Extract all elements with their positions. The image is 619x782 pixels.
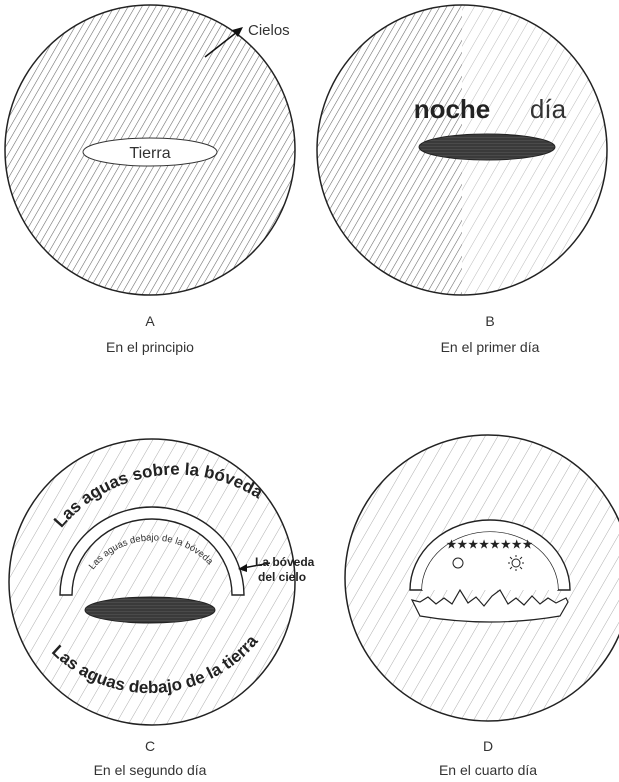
panel-c-earth-ellipse [85, 597, 215, 623]
panel-b-day-label: día [530, 94, 567, 124]
panel-c-firmament-label-2: del cielo [258, 570, 306, 584]
panel-a-heavens-label: Cielos [248, 22, 290, 39]
panel-a-letter: A [145, 313, 155, 329]
panel-b-letter: B [485, 313, 494, 329]
panel-c-firmament-label-1: La bóveda [255, 555, 315, 569]
panel-c-letter: C [145, 738, 155, 754]
panel-c-caption: En el segundo día [94, 762, 207, 778]
panel-d-moon-icon [453, 558, 463, 568]
panel-c: Las aguas sobre la bóveda Las aguas deba… [9, 439, 315, 778]
panel-b-caption: En el primer día [441, 339, 540, 355]
panel-b-earth-ellipse [419, 134, 555, 160]
panel-d: ★★★★★★★★ D En el cuarto día [345, 435, 619, 778]
panel-a-earth-label: Tierra [129, 145, 170, 162]
panel-a-caption: En el principio [106, 339, 194, 355]
panel-d-letter: D [483, 738, 493, 754]
panel-d-caption: En el cuarto día [439, 762, 537, 778]
panel-d-stars: ★★★★★★★★ [447, 539, 534, 551]
panel-a: Tierra Cielos A En el principio [5, 5, 295, 355]
panel-b-night-label: noche [414, 94, 491, 124]
panel-b: noche día B En el primer día [317, 5, 607, 355]
